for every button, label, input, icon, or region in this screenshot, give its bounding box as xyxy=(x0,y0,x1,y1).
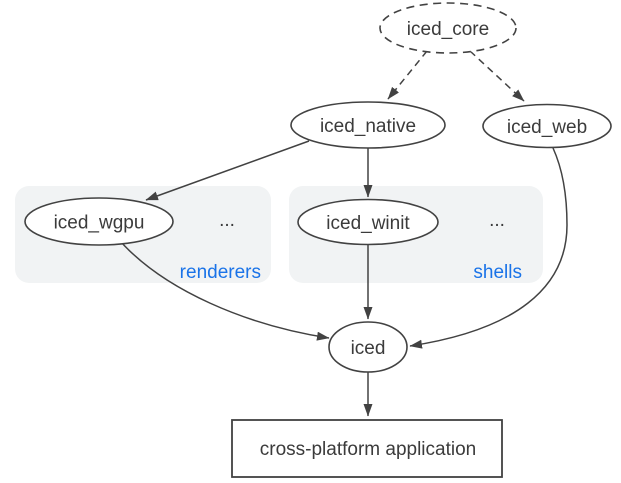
iced-label: iced xyxy=(351,338,386,359)
iced_winit-label: iced_winit xyxy=(326,213,410,234)
iced_web-ellipse xyxy=(482,103,612,149)
edge-iced_core-iced_web xyxy=(469,50,525,102)
iced_core-label: iced_core xyxy=(407,19,489,40)
iced-ellipse xyxy=(328,321,408,373)
iced_native-ellipse xyxy=(290,101,446,149)
application-rect xyxy=(231,419,503,478)
edge-iced_native-iced_wgpu xyxy=(145,140,310,201)
renderers-ellipsis: ... xyxy=(219,210,235,231)
node-iced_web: iced_web xyxy=(482,103,612,149)
node-iced_native: iced_native xyxy=(290,101,446,149)
iced_wgpu-ellipse xyxy=(24,197,174,246)
edge-iced_wgpu-iced xyxy=(120,241,330,341)
shells-group-label: shells xyxy=(473,262,522,283)
shells-ellipsis: ... xyxy=(489,210,505,231)
edges xyxy=(120,50,568,417)
node-iced_winit: iced_winit xyxy=(297,198,439,246)
iced_core-ellipse xyxy=(379,2,517,54)
node-iced_wgpu: iced_wgpu xyxy=(24,197,174,246)
application-label: cross-platform application xyxy=(260,439,476,460)
edge-iced_web-iced xyxy=(409,147,568,349)
iced_native-label: iced_native xyxy=(320,116,416,137)
iced_web-label: iced_web xyxy=(507,117,587,138)
iced_wgpu-label: iced_wgpu xyxy=(54,213,145,234)
renderers-group-label: renderers xyxy=(180,262,261,283)
iced_winit-ellipse xyxy=(297,198,439,246)
node-iced_core: iced_core xyxy=(379,2,517,54)
node-iced: iced xyxy=(328,321,408,373)
node-application: cross-platform application xyxy=(231,419,503,478)
edge-iced_core-iced_native xyxy=(387,50,428,100)
